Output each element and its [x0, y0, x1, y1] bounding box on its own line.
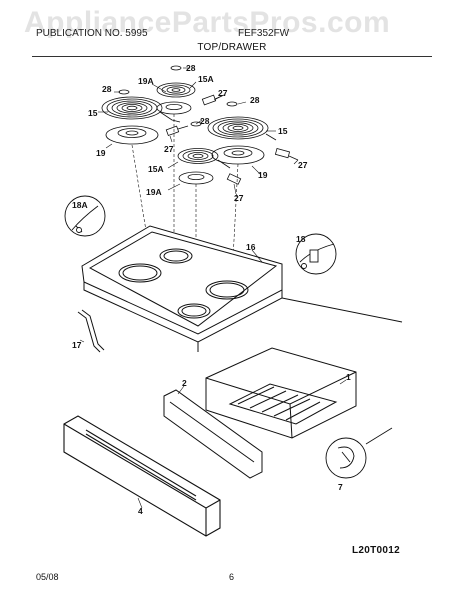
callout-27: 27 [218, 88, 228, 98]
drip-bowl-19a-center [178, 171, 214, 185]
callout-18: 18 [296, 234, 306, 244]
callout-1: 1 [346, 372, 351, 382]
callout-leader-lines [79, 67, 347, 509]
callout-15: 15 [278, 126, 288, 136]
surface-element-small-center [177, 148, 231, 169]
callout-28: 28 [250, 95, 260, 105]
footer-date: 05/08 [36, 572, 59, 582]
publication-number: PUBLICATION NO. 5995 [36, 28, 148, 39]
range-body-outline [197, 297, 403, 352]
drawer-glide-17 [77, 309, 105, 353]
watermark: AppliancePartsPros.com [24, 6, 391, 39]
model-number: FEF352FW [238, 28, 290, 39]
callout-4: 4 [138, 506, 143, 516]
diagram-code: L20T0012 [352, 545, 400, 556]
section-title: TOP/DRAWER [197, 42, 267, 53]
callout-19: 19 [96, 148, 106, 158]
callout-15: 15 [88, 108, 98, 118]
callout-28: 28 [186, 63, 196, 73]
surface-element-large-right [207, 116, 277, 141]
callout-17: 17 [72, 340, 82, 350]
callout-28: 28 [200, 116, 210, 126]
callout-18a: 18A [72, 200, 88, 210]
callout-19a: 19A [138, 76, 154, 86]
callout-19a: 19A [146, 187, 162, 197]
page-number: 6 [229, 572, 235, 582]
drawer-front-4 [63, 415, 221, 537]
callout-27: 27 [164, 144, 174, 154]
terminal-block-27-center [226, 173, 242, 185]
callout-15a: 15A [148, 164, 164, 174]
callout-27: 27 [234, 193, 244, 203]
trim-ring-28 [118, 65, 238, 127]
terminal-block-27-upper [165, 94, 225, 137]
detail-circle-18 [295, 233, 337, 275]
detail-circle-7 [325, 427, 393, 479]
callout-27: 27 [298, 160, 308, 170]
header-rule [32, 56, 432, 57]
callout-19: 19 [258, 170, 268, 180]
callout-labels: 28 15A 19A 28 27 15 28 28 15 19 27 15A 2… [72, 63, 351, 516]
drawer-body-1 [205, 347, 357, 439]
detail-circle-18a [64, 195, 106, 237]
callout-28: 28 [102, 84, 112, 94]
callout-7: 7 [338, 482, 343, 492]
drawer-liner-2 [163, 389, 263, 479]
callout-16: 16 [246, 242, 256, 252]
drip-bowl-left [105, 125, 159, 145]
callout-2: 2 [182, 378, 187, 388]
surface-element-large-left [101, 96, 181, 123]
terminal-block-27-right [274, 148, 299, 161]
callout-15a: 15A [198, 74, 214, 84]
